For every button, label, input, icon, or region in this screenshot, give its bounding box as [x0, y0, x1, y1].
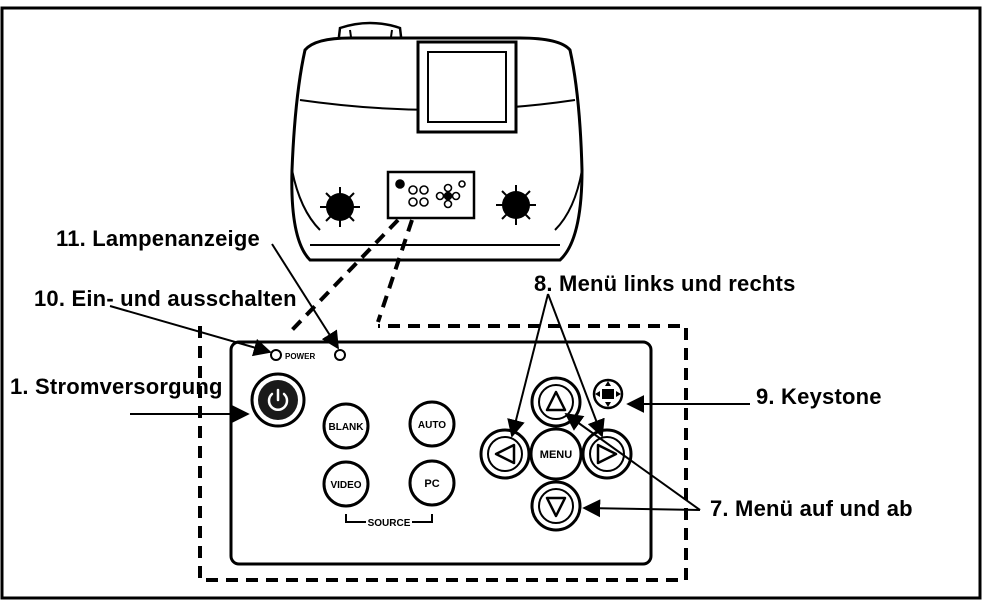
- svg-text:AUTO: AUTO: [418, 420, 446, 431]
- callout-menu-up-down: 7. Menü auf und ab: [710, 496, 913, 521]
- arrow-up-icon: [545, 390, 567, 412]
- leader-menu-up: [564, 412, 701, 511]
- power-button[interactable]: [250, 372, 306, 428]
- menu-left-button[interactable]: [479, 428, 531, 480]
- projector-body: [290, 21, 584, 262]
- projector-top-window: [416, 40, 518, 134]
- callout-keystone: 9. Keystone: [756, 384, 882, 409]
- power-led-label: POWER: [285, 352, 315, 361]
- leader-menu-down: [582, 499, 701, 518]
- lamp-led: [334, 349, 346, 361]
- figure-frame: [0, 6, 982, 600]
- leader-menu-left: [507, 293, 549, 438]
- power-icon: [267, 388, 289, 411]
- callout-on-off: 10. Ein- und ausschalten: [34, 286, 297, 311]
- zoom-line-left: [290, 218, 400, 332]
- leader-menu-right: [547, 293, 605, 438]
- keystone-icon: [595, 381, 621, 407]
- callout-lamp-indicator: 11. Lampenanzeige: [56, 226, 260, 251]
- projector-mini-panel: [386, 170, 476, 220]
- auto-button[interactable]: AUTO: [408, 400, 456, 448]
- menu-right-button[interactable]: [581, 428, 633, 480]
- power-led: [270, 349, 282, 361]
- svg-text:MENU: MENU: [540, 449, 572, 461]
- leader-onoff: [109, 305, 272, 357]
- svg-text:PC: PC: [424, 478, 439, 490]
- arrow-right-icon: [596, 443, 618, 465]
- zoom-line-right: [376, 219, 414, 323]
- vent-right-icon: [496, 185, 536, 225]
- svg-text:VIDEO: VIDEO: [330, 480, 361, 491]
- arrow-down-icon: [545, 496, 567, 518]
- video-button[interactable]: VIDEO: [322, 460, 370, 508]
- source-label: SOURCE: [368, 518, 411, 529]
- callout-power-supply: 1. Stromversorgung: [10, 374, 223, 399]
- keystone-button[interactable]: [592, 378, 624, 410]
- arrow-left-icon: [494, 443, 516, 465]
- menu-down-button[interactable]: [530, 480, 582, 532]
- svg-text:BLANK: BLANK: [329, 422, 365, 433]
- blank-button[interactable]: BLANK: [322, 402, 370, 450]
- source-bracket: [345, 514, 433, 523]
- menu-button[interactable]: MENU: [529, 427, 583, 481]
- vent-left-icon: [320, 187, 360, 227]
- callout-menu-left-right: 8. Menü links und rechts: [534, 271, 796, 296]
- pc-button[interactable]: PC: [408, 459, 456, 507]
- leader-lamp: [271, 243, 339, 350]
- enlarged-panel-outline: [198, 324, 688, 582]
